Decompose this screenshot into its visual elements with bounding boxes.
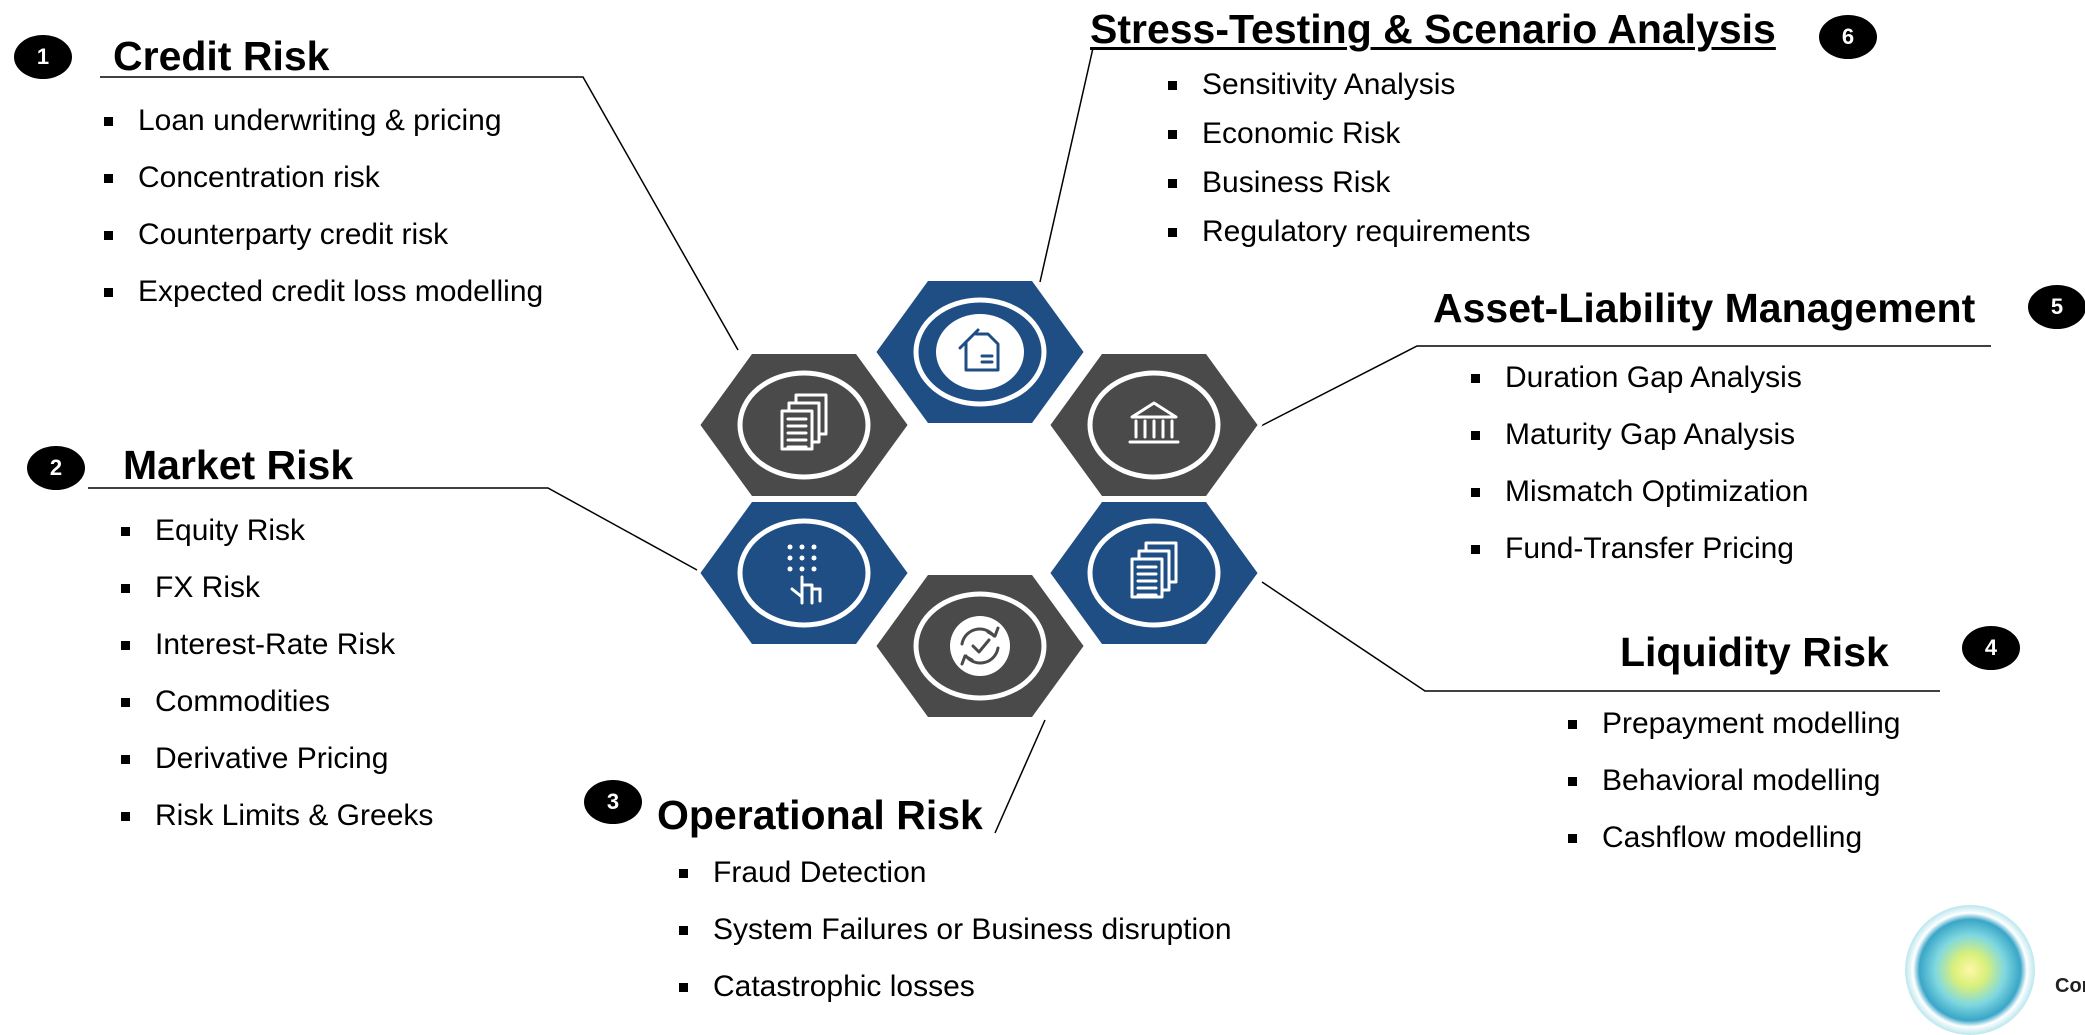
liquidity-risk-title: Liquidity Risk bbox=[1620, 629, 1889, 675]
documents-stack-icon bbox=[1130, 541, 1178, 599]
bank-building-icon bbox=[1128, 401, 1180, 444]
credit-risk-list: Loan underwriting & pricing Concentratio… bbox=[104, 106, 543, 334]
list-item: Counterparty credit risk bbox=[104, 220, 543, 277]
list-item: Mismatch Optimization bbox=[1471, 477, 1808, 534]
connector-alm bbox=[1256, 345, 1991, 429]
refresh-check-icon bbox=[960, 626, 1000, 666]
list-item: Prepayment modelling bbox=[1568, 709, 1901, 766]
connector-credit bbox=[100, 76, 739, 351]
list-item: Risk Limits & Greeks bbox=[121, 801, 433, 858]
connector-market bbox=[88, 487, 698, 571]
operational-risk-list: Fraud Detection System Failures or Busin… bbox=[679, 858, 1232, 1029]
market-risk-list: Equity Risk FX Risk Interest-Rate Risk C… bbox=[121, 516, 433, 858]
list-item: Interest-Rate Risk bbox=[121, 630, 433, 687]
list-item: Duration Gap Analysis bbox=[1471, 363, 1808, 420]
credit-risk-title: Credit Risk bbox=[113, 33, 330, 79]
connector-stress bbox=[1039, 47, 1094, 283]
alm-title: Asset-Liability Management bbox=[1433, 285, 1976, 331]
hex-lower-right-liquidity bbox=[1045, 498, 1263, 648]
list-item: Maturity Gap Analysis bbox=[1471, 420, 1808, 477]
list-item: Fund-Transfer Pricing bbox=[1471, 534, 1808, 591]
document-edit-icon bbox=[958, 328, 1000, 372]
hexagon-diagram bbox=[88, 47, 1991, 834]
list-item: Loan underwriting & pricing bbox=[104, 106, 543, 163]
liquidity-risk-list: Prepayment modelling Behavioral modellin… bbox=[1568, 709, 1901, 880]
market-risk-title: Market Risk bbox=[123, 442, 354, 488]
hex-lower-left-market bbox=[695, 498, 913, 648]
badge-5: 5 bbox=[2028, 285, 2085, 329]
logo-text: Cor bbox=[2055, 975, 2085, 997]
list-item: Behavioral modelling bbox=[1568, 766, 1901, 823]
list-item: Economic Risk bbox=[1168, 119, 1531, 168]
badge-4: 4 bbox=[1962, 626, 2020, 670]
badge-6: 6 bbox=[1819, 15, 1877, 59]
connector-liquidity bbox=[1261, 581, 1940, 692]
list-item: Equity Risk bbox=[121, 516, 433, 573]
connector-operational bbox=[994, 719, 1046, 834]
badge-2: 2 bbox=[27, 446, 85, 490]
list-item: Cashflow modelling bbox=[1568, 823, 1901, 880]
horizon-logo-icon bbox=[1905, 905, 2035, 1035]
stress-testing-list: Sensitivity Analysis Economic Risk Busin… bbox=[1168, 70, 1531, 266]
list-item: Expected credit loss modelling bbox=[104, 277, 543, 334]
list-item: Sensitivity Analysis bbox=[1168, 70, 1531, 119]
documents-stack-icon bbox=[780, 393, 828, 451]
badge-1: 1 bbox=[14, 35, 72, 79]
list-item: Concentration risk bbox=[104, 163, 543, 220]
alm-list: Duration Gap Analysis Maturity Gap Analy… bbox=[1471, 363, 1808, 591]
hex-top-stress bbox=[871, 277, 1089, 427]
list-item: FX Risk bbox=[121, 573, 433, 630]
list-item: Fraud Detection bbox=[679, 858, 1232, 915]
touch-keypad-icon bbox=[787, 544, 822, 605]
list-item: Regulatory requirements bbox=[1168, 217, 1531, 266]
stress-testing-title: Stress-Testing & Scenario Analysis bbox=[1090, 6, 1776, 52]
list-item: Business Risk bbox=[1168, 168, 1531, 217]
list-item: System Failures or Business disruption bbox=[679, 915, 1232, 972]
list-item: Derivative Pricing bbox=[121, 744, 433, 801]
operational-risk-title: Operational Risk bbox=[657, 792, 983, 838]
list-item: Commodities bbox=[121, 687, 433, 744]
badge-3: 3 bbox=[584, 780, 642, 824]
hex-bottom-operational bbox=[871, 571, 1089, 721]
list-item: Catastrophic losses bbox=[679, 972, 1232, 1029]
